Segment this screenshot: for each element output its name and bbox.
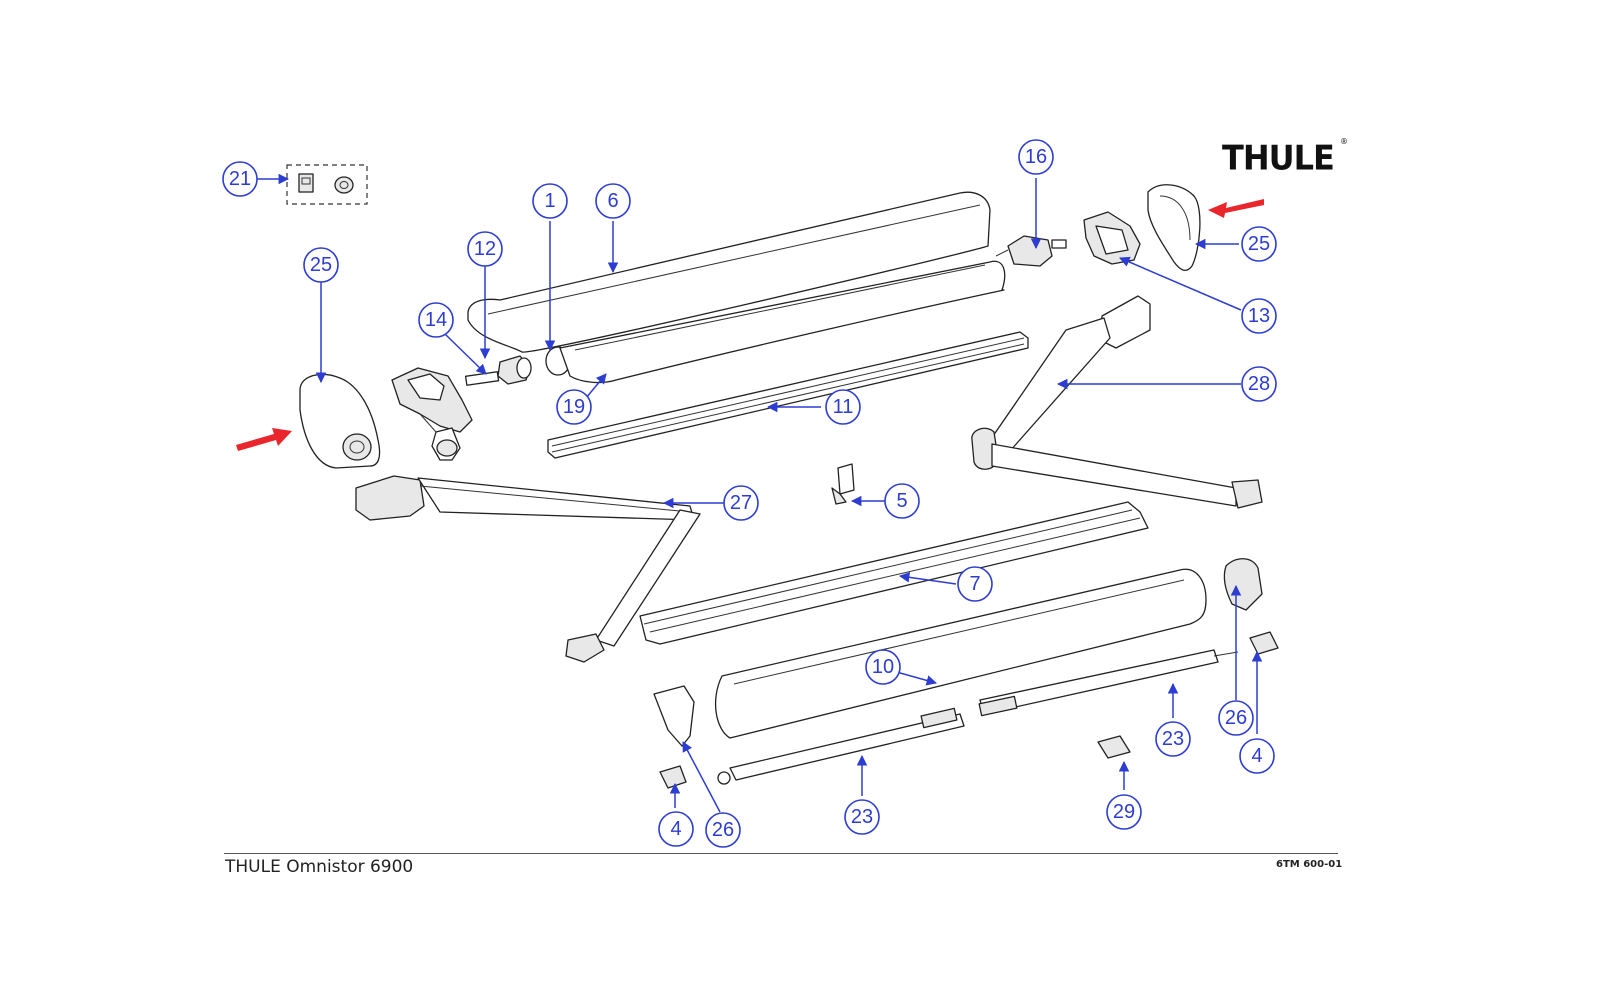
svg-text:16: 16 (1025, 146, 1047, 168)
callout-5: 5 (884, 483, 920, 519)
svg-text:25: 25 (310, 254, 332, 276)
highlight-arrow-left (236, 428, 292, 451)
svg-text:6: 6 (607, 190, 618, 212)
part-11-profile-rail (547, 331, 1029, 459)
footer-model-title: THULE Omnistor 6900 (225, 857, 414, 877)
callout-4-left: 4 (658, 811, 694, 847)
svg-text:12: 12 (474, 238, 496, 260)
part-25-left-end-cap (299, 373, 381, 469)
svg-text:5: 5 (896, 490, 907, 512)
callout-4-right: 4 (1239, 738, 1275, 774)
part-10-valance (714, 568, 1207, 739)
svg-text:23: 23 (1162, 728, 1184, 750)
part-26-left-end-piece (653, 685, 695, 747)
part-7-front-bar-profile (639, 501, 1149, 645)
svg-text:13: 13 (1248, 305, 1270, 327)
part-27-left-folding-arm (355, 475, 701, 663)
callout-12: 12 (467, 231, 503, 267)
thule-logo: THULE (1222, 138, 1335, 178)
svg-text:23: 23 (851, 806, 873, 828)
callout-23-left: 23 (844, 799, 880, 835)
part-25-right-end-cap (1147, 184, 1201, 272)
callout-14: 14 (418, 302, 454, 338)
part-29-bracket (1097, 735, 1131, 759)
part-4-right-bracket (1249, 631, 1279, 655)
callout-1: 1 (532, 183, 568, 219)
callout-16: 16 (1018, 139, 1054, 175)
callout-29: 29 (1106, 794, 1142, 830)
svg-text:19: 19 (563, 396, 585, 418)
callout-26-left: 26 (705, 812, 741, 848)
leader-lines (257, 173, 1263, 813)
svg-text:26: 26 (712, 819, 734, 841)
svg-text:21: 21 (229, 168, 251, 190)
svg-text:26: 26 (1225, 707, 1247, 729)
svg-text:14: 14 (425, 309, 447, 331)
part-23-left-tension-rod (717, 707, 965, 785)
callout-21: 21 (222, 161, 258, 197)
callout-7: 7 (957, 566, 993, 602)
svg-text:29: 29 (1113, 801, 1135, 823)
callout-25-right: 25 (1241, 226, 1277, 262)
svg-text:4: 4 (1251, 745, 1262, 767)
callout-27: 27 (723, 485, 759, 521)
svg-text:1: 1 (544, 190, 555, 212)
svg-text:27: 27 (730, 492, 752, 514)
svg-text:4: 4 (670, 818, 681, 840)
footer-drawing-code: 6TM 600-01 (1276, 859, 1343, 870)
callout-23-right: 23 (1155, 721, 1191, 757)
callout-19: 19 (556, 389, 592, 425)
callout-10: 10 (865, 649, 901, 685)
part-14-gear-mechanism (391, 367, 473, 461)
svg-text:25: 25 (1248, 233, 1270, 255)
part-21-small-parts-kit (286, 164, 368, 205)
part-16-drive-unit (995, 235, 1067, 267)
svg-text:10: 10 (872, 656, 894, 678)
callout-25-left: 25 (303, 247, 339, 283)
svg-text:28: 28 (1248, 373, 1270, 395)
part-12-shaft-coupling (464, 355, 532, 386)
callout-28: 28 (1241, 366, 1277, 402)
highlight-arrow-right (1208, 199, 1264, 218)
callout-11: 11 (825, 389, 861, 425)
callout-13: 13 (1241, 298, 1277, 334)
part-6-cassette-cover (467, 191, 991, 353)
registered-mark: ® (1340, 137, 1348, 146)
part-23-right-tension-rod (978, 649, 1239, 717)
part-28-right-folding-arm (971, 295, 1263, 509)
footer-divider (224, 853, 1338, 854)
part-5-clip (831, 463, 855, 505)
part-4-left-bracket (659, 765, 687, 789)
callout-6: 6 (595, 183, 631, 219)
part-13-gear-bracket (1083, 211, 1141, 265)
callout-26-right: 26 (1218, 700, 1254, 736)
svg-text:7: 7 (969, 573, 980, 595)
svg-text:11: 11 (833, 396, 854, 418)
part-26-right-end-piece (1223, 558, 1263, 611)
